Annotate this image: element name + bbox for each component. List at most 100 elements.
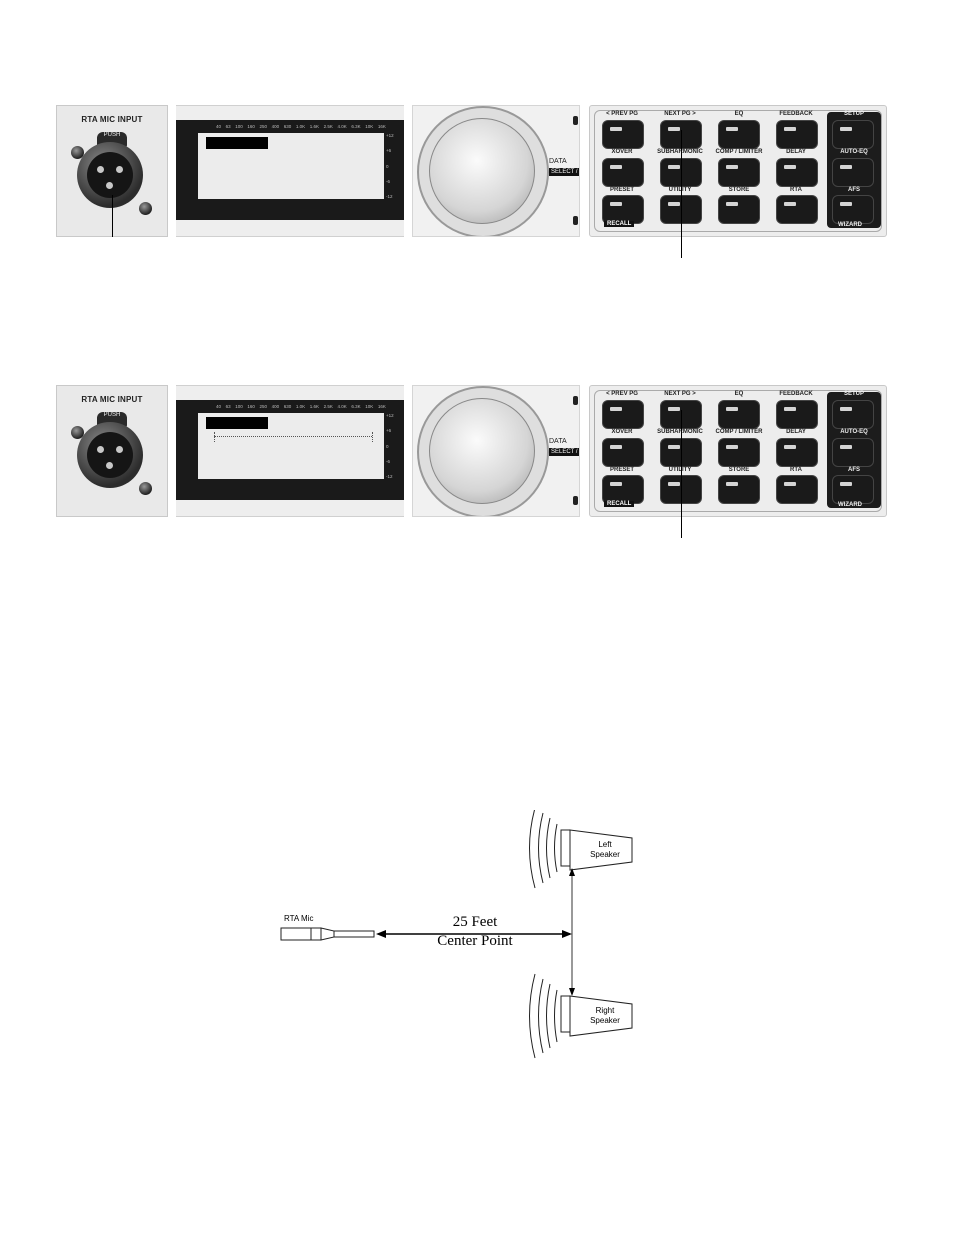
delay-button[interactable] (776, 438, 818, 467)
lcd-db-labels: +12 +6 0 -6 -12 (386, 133, 400, 199)
led-icon (726, 445, 738, 449)
freq-label: 1.0K (295, 124, 306, 129)
freq-label: 6.3K (351, 124, 361, 129)
comp-limiter-label: COMP / LIMITER (715, 149, 763, 155)
arrow-down-icon (569, 988, 575, 996)
comp-limiter-button[interactable] (718, 438, 760, 467)
lcd-display-panel: 40 63 100 160 250 400 630 1.0K 1.6K 2.5K… (176, 385, 404, 517)
mic-input-title: RTA MIC INPUT (81, 115, 143, 124)
freq-label: 400 (271, 404, 280, 409)
rta-mic-input-panel: RTA MIC INPUT PUSH (56, 105, 168, 237)
led-icon (784, 127, 796, 131)
preset-button[interactable] (602, 195, 644, 224)
left-speaker-icon (560, 829, 633, 871)
afs-button[interactable] (832, 475, 874, 504)
delay-button[interactable] (776, 158, 818, 187)
db-label: -12 (386, 194, 393, 199)
freq-label: 40 (216, 124, 222, 129)
xover-button[interactable] (602, 438, 644, 467)
freq-label: 40 (216, 404, 222, 409)
led-icon (726, 202, 738, 206)
led-icon (840, 445, 852, 449)
auto-eq-button[interactable] (832, 438, 874, 467)
freq-label: 2.5K (323, 124, 333, 129)
feedback-label: FEEDBACK (779, 391, 813, 397)
xlr-pin (106, 462, 113, 469)
afs-button[interactable] (832, 195, 874, 224)
comp-limiter-button[interactable] (718, 158, 760, 187)
auto-eq-button[interactable] (832, 158, 874, 187)
lcd-dotted-tick (214, 432, 215, 442)
xlr-pin (97, 166, 104, 173)
db-label: +6 (386, 148, 392, 154)
button-panel-frame (594, 110, 882, 232)
led-icon (726, 482, 738, 486)
led-icon (668, 165, 680, 169)
speaker-placement-diagram: RTA Mic 25 Feet Center Point Left Speake… (270, 810, 670, 1060)
led-icon (668, 407, 680, 411)
prev-pg-button[interactable] (602, 400, 644, 429)
freq-label: 6.3K (351, 404, 361, 409)
xlr-connector-icon[interactable] (77, 422, 143, 488)
xover-button[interactable] (602, 158, 644, 187)
xover-label: XOVER (611, 429, 633, 435)
next-pg-pointer-line (681, 130, 682, 258)
xlr-pin (106, 182, 113, 189)
led-icon (784, 202, 796, 206)
utility-label: UTILITY (668, 187, 692, 193)
led-icon (610, 407, 622, 411)
setup-label: SETUP (843, 111, 864, 117)
freq-label: 160 (247, 124, 255, 129)
freq-label: 630 (283, 124, 292, 129)
store-button[interactable] (718, 195, 760, 224)
prev-pg-button[interactable] (602, 120, 644, 149)
eq-button[interactable] (718, 400, 760, 429)
rta-button[interactable] (776, 195, 818, 224)
data-knob-icon[interactable] (429, 398, 535, 504)
preset-button[interactable] (602, 475, 644, 504)
eq-label: EQ (734, 111, 744, 117)
led-icon (726, 165, 738, 169)
data-knob-icon[interactable] (429, 118, 535, 224)
rack-bolt-icon (573, 116, 578, 125)
afs-label: AFS (848, 187, 860, 193)
prev-pg-label: < PREV PG (606, 391, 638, 397)
feedback-button[interactable] (776, 400, 818, 429)
xover-label: XOVER (611, 149, 633, 155)
freq-label: 630 (283, 404, 292, 409)
right-speaker-icon (560, 995, 633, 1037)
rta-label: RTA (790, 187, 802, 193)
xlr-pin (116, 446, 123, 453)
left-speaker-waves-icon (529, 810, 558, 889)
rack-bolt-icon (573, 396, 578, 405)
eq-button[interactable] (718, 120, 760, 149)
lcd-highlight-block (206, 417, 268, 429)
feedback-label: FEEDBACK (779, 111, 813, 117)
db-label: -6 (386, 178, 391, 184)
led-icon (840, 165, 852, 169)
led-icon (610, 482, 622, 486)
store-label: STORE (728, 467, 750, 473)
rta-mic-icon (280, 927, 375, 941)
xlr-connector-icon[interactable] (77, 142, 143, 208)
setup-button[interactable] (832, 120, 874, 149)
screw-icon (71, 146, 84, 159)
comp-limiter-label: COMP / LIMITER (715, 429, 763, 435)
xlr-socket (87, 152, 133, 198)
subharmonic-label: SUBHARMONIC (657, 429, 703, 435)
lcd-dotted-tick (372, 432, 373, 442)
button-panel: < PREV PG NEXT PG > EQ FEEDBACK SETUP XO… (589, 105, 887, 237)
panel-row-2: RTA MIC INPUT PUSH 40 63 100 160 250 400… (0, 380, 954, 540)
store-button[interactable] (718, 475, 760, 504)
right-speaker-waves-icon (529, 973, 558, 1059)
freq-label: 4.0K (337, 404, 347, 409)
led-icon (840, 202, 852, 206)
feedback-button[interactable] (776, 120, 818, 149)
panel-row-1: RTA MIC INPUT PUSH 40 63 100 160 250 400… (0, 100, 954, 260)
setup-button[interactable] (832, 400, 874, 429)
mic-input-title: RTA MIC INPUT (81, 395, 143, 404)
led-icon (668, 482, 680, 486)
led-icon (726, 407, 738, 411)
rta-button[interactable] (776, 475, 818, 504)
rta-label: RTA (790, 467, 802, 473)
